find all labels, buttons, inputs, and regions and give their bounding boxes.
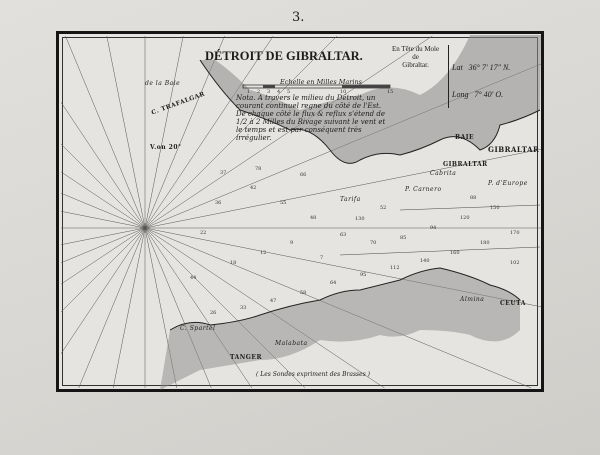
current-line (399, 204, 541, 211)
sounding: 36 (215, 200, 222, 206)
compass-ray (112, 227, 146, 389)
place-europa: P. d'Europe (488, 180, 528, 187)
position-line: de (412, 53, 419, 61)
scale-tick: 1 (247, 89, 251, 95)
place-tarifa: Tarifa (340, 196, 361, 203)
scale-tick: 10 (340, 89, 347, 95)
place-cabrita: Cabrita (430, 170, 457, 177)
sounding: 47 (270, 298, 277, 304)
compass-ray (60, 227, 146, 264)
coordinates: Lat 36° 7' 17" N. Long 7° 40' O. (448, 45, 510, 108)
position-line: Gibraltar. (402, 61, 429, 69)
compass-ray (144, 35, 184, 229)
sounding: 170 (510, 230, 520, 236)
moroccan-coast (160, 268, 520, 390)
place-spartel: C. Spartel (180, 325, 216, 332)
compass-ray (60, 211, 146, 229)
page-number: 3. (292, 10, 305, 25)
position-line: En Tête du Mole (392, 45, 440, 53)
compass-ray (60, 227, 146, 245)
compass-ray (106, 35, 146, 229)
compass-ray (144, 35, 338, 229)
soundings-footnote: ( Les Sondes expriment des Brasses ) (256, 371, 370, 378)
scale-label: Echelle en Milles Marins (280, 78, 362, 86)
sounding: 112 (390, 265, 400, 271)
compass-ray (144, 35, 274, 229)
moroccan-coastline (169, 267, 521, 331)
sounding: 94 (430, 225, 437, 231)
sounding: 64 (330, 280, 337, 286)
place-gibraltar: GIBRALTAR (488, 145, 540, 154)
scale-tick: 4 (277, 89, 281, 95)
sounding: 12 (260, 250, 267, 256)
place-ceuta: CEUTA (500, 300, 526, 307)
place-malabata: Malabata (275, 340, 308, 347)
sounding: 66 (300, 172, 307, 178)
compass-ray (60, 227, 146, 313)
scale-tick: 5 (287, 89, 291, 95)
sounding: 88 (470, 195, 477, 201)
compass-ray (78, 227, 146, 389)
sounding: 140 (420, 258, 430, 264)
place-carnero: P. Carnero (405, 186, 442, 193)
sounding: 78 (255, 166, 262, 172)
compass-ray (144, 148, 542, 229)
sounding: 102 (510, 260, 520, 266)
scale-tick: 15 (387, 89, 394, 95)
sounding: 22 (200, 230, 207, 236)
compass-ray (144, 227, 385, 389)
magnetic-variation: V.on 20° (150, 144, 182, 151)
sounding: 26 (210, 310, 217, 316)
map-title: DÉTROIT DE GIBRALTAR. (205, 49, 363, 63)
sounding: 37 (220, 170, 227, 176)
current-note: Nota. A travers le milieu du Détroit, un… (236, 94, 386, 142)
sounding: 120 (460, 215, 470, 221)
place-bay: BAIE (455, 134, 475, 141)
position-label: En Tête du Mole de Gibraltar. (392, 45, 439, 69)
spanish-coast (200, 35, 541, 164)
sounding: 55 (280, 200, 287, 206)
current-line (339, 246, 541, 256)
sounding: 52 (380, 205, 387, 211)
compass-ray (144, 35, 433, 229)
scale-tick: 3 (267, 89, 271, 95)
compass-ray (65, 35, 146, 229)
compass-ray (144, 227, 306, 389)
compass-ray (60, 227, 146, 285)
sounding: 85 (400, 235, 407, 241)
sounding: 150 (490, 205, 500, 211)
sounding: 44 (190, 275, 197, 281)
compass-ray (60, 143, 146, 229)
longitude: Long 7° 40' O. (452, 90, 504, 99)
sounding: 18 (230, 260, 237, 266)
sounding: 180 (480, 240, 490, 246)
sounding: 70 (370, 240, 377, 246)
sounding: 160 (450, 250, 460, 256)
place-tanger: TANGER (230, 354, 262, 361)
compass-ray (60, 102, 146, 229)
sounding: 9 (290, 240, 294, 246)
sounding: 95 (360, 272, 367, 278)
sounding: 58 (300, 290, 307, 296)
place-gibraltar-bay: GIBRALTAR (443, 161, 488, 168)
sounding: 63 (340, 232, 347, 238)
sounding: 33 (240, 305, 247, 311)
latitude: Lat 36° 7' 17" N. (452, 63, 511, 72)
sounding: 7 (320, 255, 324, 261)
sounding: 130 (355, 216, 365, 222)
spanish-coastline (199, 59, 541, 164)
compass-ray (60, 192, 146, 229)
compass-ray (60, 227, 146, 354)
sounding: 48 (310, 215, 317, 221)
place-la-baie: de la Baie (145, 80, 181, 87)
sounding: 42 (250, 185, 257, 191)
place-almina: Almina (460, 296, 485, 303)
compass-ray (60, 171, 146, 229)
scale-bar (242, 84, 391, 89)
scale-tick: 2 (257, 89, 261, 95)
